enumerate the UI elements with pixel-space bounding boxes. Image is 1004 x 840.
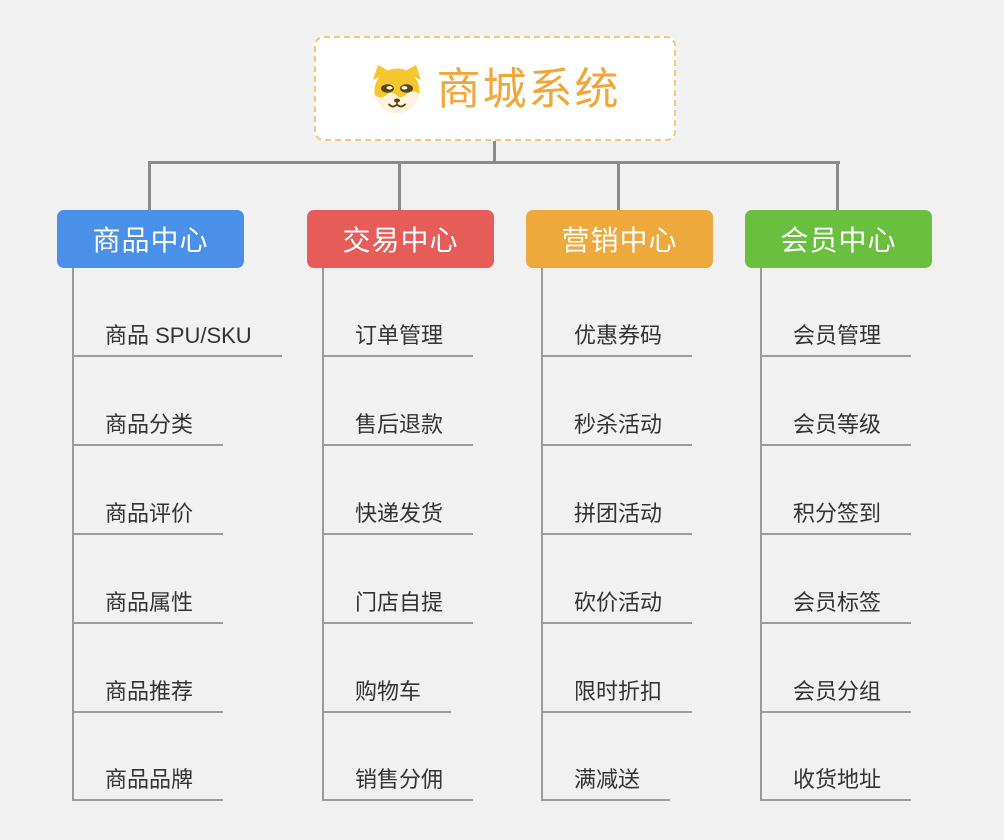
root-title: 商城系统 [436, 64, 621, 114]
node-item[interactable]: 优惠券码 [541, 321, 693, 357]
node-item[interactable]: 商品品牌 [72, 765, 224, 801]
node-item[interactable]: 收货地址 [760, 765, 912, 801]
node-item[interactable]: 售后退款 [322, 410, 474, 446]
node-item[interactable]: 秒杀活动 [541, 410, 693, 446]
node-item[interactable]: 商品属性 [72, 588, 224, 624]
branch-marketing-center[interactable]: 营销中心 [526, 210, 713, 268]
node-item[interactable]: 拼团活动 [541, 499, 693, 535]
node-item[interactable]: 快递发货 [322, 499, 474, 535]
connector-drop-branch-2 [398, 161, 401, 210]
node-item[interactable]: 商品分类 [72, 410, 224, 446]
branch-product-center[interactable]: 商品中心 [57, 210, 244, 268]
shiba-dog-icon [372, 64, 421, 113]
connector-drop-branch-3 [617, 161, 620, 210]
node-item[interactable]: 商品评价 [72, 499, 224, 535]
node-item[interactable]: 门店自提 [322, 588, 474, 624]
node-item[interactable]: 积分签到 [760, 499, 912, 535]
node-item[interactable]: 会员管理 [760, 321, 912, 357]
connector-root-stem [493, 141, 496, 164]
branch-member-center[interactable]: 会员中心 [745, 210, 932, 268]
node-item[interactable]: 满减送 [541, 765, 671, 801]
node-item[interactable]: 销售分佣 [322, 765, 474, 801]
node-item[interactable]: 订单管理 [322, 321, 474, 357]
node-item[interactable]: 会员标签 [760, 588, 912, 624]
connector-horizontal-bar [149, 161, 840, 164]
node-item[interactable]: 限时折扣 [541, 677, 693, 713]
node-item[interactable]: 商品推荐 [72, 677, 224, 713]
root-node[interactable]: 商城系统 [314, 36, 676, 141]
connector-drop-branch-4 [836, 161, 839, 210]
node-item[interactable]: 购物车 [322, 677, 452, 713]
branch-trade-center[interactable]: 交易中心 [307, 210, 494, 268]
node-item[interactable]: 商品 SPU/SKU [72, 321, 282, 357]
node-item[interactable]: 砍价活动 [541, 588, 693, 624]
node-item[interactable]: 会员分组 [760, 677, 912, 713]
connector-drop-branch-1 [148, 161, 151, 210]
node-item[interactable]: 会员等级 [760, 410, 912, 446]
